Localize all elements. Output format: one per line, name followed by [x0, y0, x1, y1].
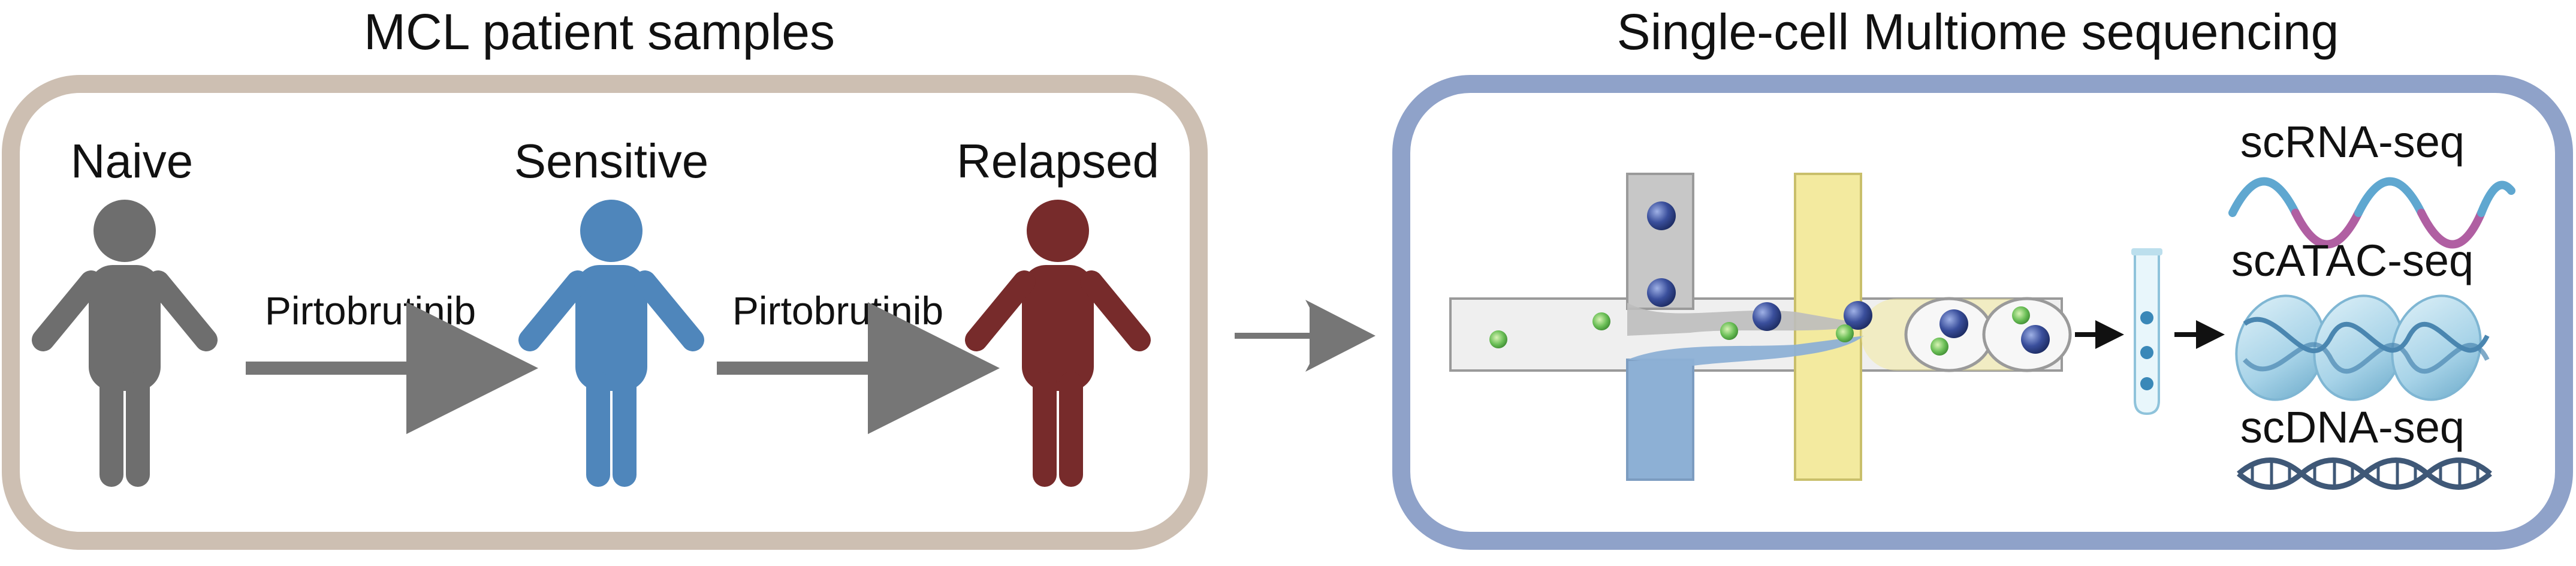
reagent-channel	[1626, 359, 1694, 481]
person-icon-naive	[32, 200, 218, 487]
person-icon-relapsed	[965, 200, 1151, 487]
output-label-scdna: scDNA-seq	[2240, 402, 2465, 452]
merging-stream-blue	[1627, 336, 1864, 366]
cell	[1592, 312, 1610, 330]
microfluidic-chip	[1449, 173, 2072, 481]
stage-label-naive: Naive	[71, 134, 194, 188]
bead	[1647, 278, 1676, 307]
cell	[1931, 338, 1948, 356]
cell	[1720, 322, 1738, 340]
right-panel-title: Single-cell Multiome sequencing	[1617, 4, 2339, 60]
left-panel-title: MCL patient samples	[364, 4, 835, 60]
treatment-label-1: Pirtobrutinib	[265, 288, 476, 333]
person-icon-sensitive	[518, 200, 704, 487]
rna-wave-icon	[2228, 177, 2515, 249]
nucleosome-icon	[2235, 294, 2490, 401]
dna-helix-icon	[2237, 457, 2492, 490]
workflow-arrow-head	[1305, 300, 1376, 372]
right-panel: Single-cell Multiome sequencing	[1392, 4, 2573, 550]
treatment-label-2: Pirtobrutinib	[732, 288, 943, 333]
bead	[1844, 301, 1872, 330]
stage-label-relapsed: Relapsed	[957, 134, 1159, 188]
bead	[2021, 325, 2050, 354]
left-panel: MCL patient samples Naive Pirtobrutinib …	[2, 4, 1208, 550]
merging-stream-gray	[1627, 303, 1864, 336]
cell	[1489, 330, 1507, 348]
bead	[1939, 309, 1968, 338]
cell	[2012, 306, 2030, 324]
cell	[1836, 324, 1854, 342]
output-label-scrna: scRNA-seq	[2240, 117, 2465, 167]
stage-label-sensitive: Sensitive	[514, 134, 709, 188]
bead	[1752, 302, 1781, 331]
output-label-scatac: scATAC-seq	[2231, 236, 2474, 285]
test-tube-icon	[2131, 248, 2162, 416]
bead	[1647, 201, 1676, 230]
